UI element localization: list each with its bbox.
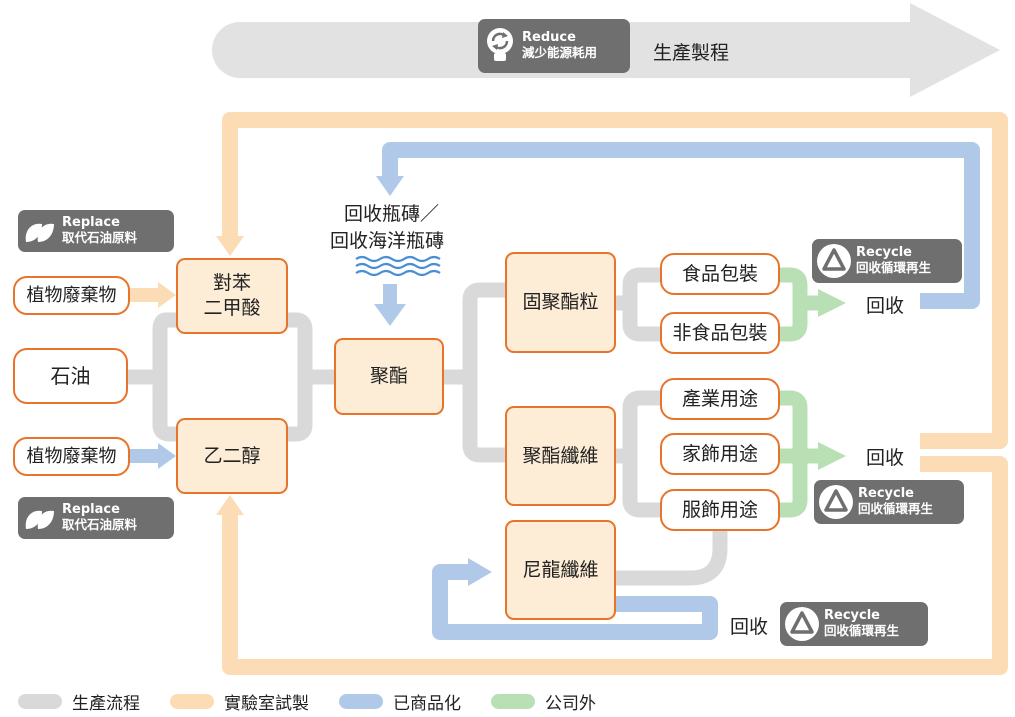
commercial-arrow-polyester (374, 304, 406, 326)
replace-subtitle-bottom: 取代石油原料 (62, 517, 138, 533)
legend-item-process: 生產流程 (18, 689, 140, 714)
legend-label-process: 生產流程 (72, 694, 140, 714)
home-decor-use-node: 家飾用途 (660, 433, 780, 475)
legend-label-commercial: 已商品化 (393, 694, 461, 714)
recycle-title-fiber: Recycle (858, 486, 914, 502)
replace-commercial-arrow (158, 443, 176, 469)
recovered-source-line2: 回收海洋瓶磚 (330, 230, 445, 252)
recycle-label-nylon: 回收 (730, 616, 769, 638)
lightbulb-recycle-icon (478, 19, 522, 73)
polyester-fiber-node: 聚酯纖維 (505, 406, 616, 506)
commercial-arrow-nylon (468, 558, 492, 586)
commercial-loop (382, 142, 980, 640)
legend-label-external: 公司外 (545, 694, 596, 714)
recycle-title-packaging: Recycle (856, 245, 912, 261)
legend-item-external: 公司外 (491, 689, 596, 714)
nonfood-packaging-node: 非食品包裝 (660, 312, 780, 354)
legend-label-lab: 實驗室試製 (224, 694, 309, 714)
reduce-title: Reduce (522, 30, 576, 46)
lab-loop (222, 112, 1008, 675)
recycle-badge-fiber: Recycle 回收循環再生 (814, 480, 964, 524)
replace-title-bottom: Replace (62, 502, 120, 518)
recycle-subtitle-packaging: 回收循環再生 (856, 260, 932, 276)
legend-swatch-external (491, 694, 535, 709)
petroleum-node: 石油 (13, 348, 128, 404)
polyester-node: 聚酯 (334, 338, 444, 415)
leaf-icon (18, 210, 62, 252)
process-label: 生產製程 (653, 42, 730, 64)
recycle-icon (812, 239, 856, 283)
replace-badge-bottom: Replace 取代石油原料 (18, 497, 174, 539)
reduce-badge: Reduce 減少能源耗用 (478, 19, 630, 73)
industrial-use-node: 產業用途 (660, 378, 780, 420)
recycle-subtitle-nylon: 回收循環再生 (824, 623, 900, 639)
recycle-label-fiber: 回收 (866, 447, 905, 469)
commercial-arrow-top (376, 176, 404, 196)
recycle-title-nylon: Recycle (824, 608, 880, 624)
replace-title-top: Replace (62, 215, 120, 231)
pta-node: 對苯 二甲酸 (176, 258, 288, 334)
process-lines (120, 267, 728, 586)
recycle-label-packaging: 回收 (866, 295, 905, 317)
legend-item-commercial: 已商品化 (339, 689, 461, 714)
lab-arrow-up (216, 495, 244, 515)
apparel-use-node: 服飾用途 (660, 489, 780, 531)
legend: 生產流程 實驗室試製 已商品化 公司外 (18, 689, 626, 714)
legend-swatch-commercial (339, 694, 383, 709)
meg-node: 乙二醇 (176, 418, 288, 494)
external-lines (780, 267, 822, 518)
plant-waste-node-bottom: 植物廢棄物 (13, 437, 130, 476)
recycle-badge-packaging: Recycle 回收循環再生 (812, 239, 962, 283)
recycle-icon (780, 602, 824, 646)
reduce-subtitle: 減少能源耗用 (522, 45, 598, 61)
polyester-chip-node: 固聚酯粒 (505, 252, 616, 353)
external-arrow-fiber (818, 442, 846, 470)
legend-swatch-lab (170, 694, 214, 709)
replace-lab-arrow (158, 282, 176, 308)
recovered-source-line1: 回收瓶磚／ (344, 203, 440, 225)
external-arrow-packaging (818, 289, 846, 317)
ocean-waves-icon (355, 255, 441, 277)
plant-waste-node-top: 植物廢棄物 (13, 276, 130, 315)
replace-badge-top: Replace 取代石油原料 (18, 210, 174, 252)
recycle-subtitle-fiber: 回收循環再生 (858, 501, 934, 517)
replace-subtitle-top: 取代石油原料 (62, 230, 138, 246)
recycle-badge-nylon: Recycle 回收循環再生 (780, 602, 928, 646)
nylon-fiber-node: 尼龍纖維 (505, 520, 616, 620)
food-packaging-node: 食品包裝 (660, 253, 780, 295)
leaf-icon (18, 497, 62, 539)
legend-swatch-process (18, 694, 62, 709)
lab-arrow-down (216, 236, 244, 256)
recycle-icon (814, 480, 858, 524)
legend-item-lab: 實驗室試製 (170, 689, 309, 714)
